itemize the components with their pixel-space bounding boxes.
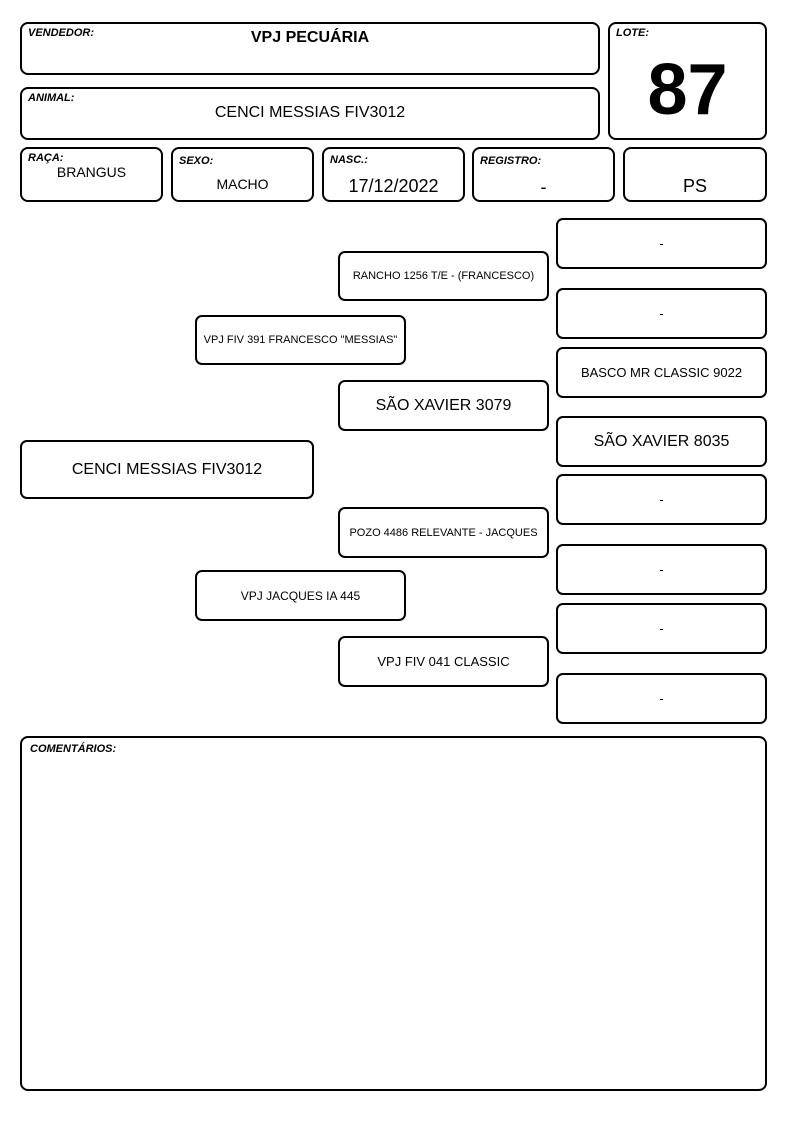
pedigree-gg-6: - bbox=[556, 544, 767, 595]
raca-label: RAÇA: bbox=[28, 152, 64, 164]
animal-value: CENCI MESSIAS FIV3012 bbox=[214, 104, 406, 121]
vendedor-label: VENDEDOR: bbox=[28, 27, 95, 39]
sexo-value: MACHO bbox=[216, 176, 269, 192]
vendedor-value: VPJ PECUÁRIA bbox=[250, 29, 370, 46]
animal-label: ANIMAL: bbox=[28, 92, 75, 104]
animal-box: ANIMAL: CENCI MESSIAS FIV3012 bbox=[20, 87, 600, 140]
nasc-value: 17/12/2022 bbox=[348, 176, 439, 196]
registro-box: REGISTRO: - bbox=[472, 147, 615, 202]
nasc-box: NASC.: 17/12/2022 bbox=[322, 147, 465, 202]
pedigree-gg-7: - bbox=[556, 603, 767, 654]
pedigree-gg-3: BASCO MR CLASSIC 9022 bbox=[556, 347, 767, 398]
pedigree-dam-sire: POZO 4486 RELEVANTE - JACQUES bbox=[338, 507, 549, 558]
pedigree-sire-dam: SÃO XAVIER 3079 bbox=[338, 380, 549, 431]
pedigree-gg-5: - bbox=[556, 474, 767, 525]
categoria-value: PS bbox=[682, 176, 707, 196]
nasc-label: NASC.: bbox=[330, 154, 368, 166]
vendedor-box: VENDEDOR: VPJ PECUÁRIA bbox=[20, 22, 600, 75]
pedigree-gg-1: - bbox=[556, 218, 767, 269]
comments-label: COMENTÁRIOS: bbox=[30, 743, 117, 755]
pedigree-sire: VPJ FIV 391 FRANCESCO "MESSIAS" bbox=[195, 315, 406, 365]
lote-box: LOTE: 87 bbox=[608, 22, 767, 140]
sexo-label: SEXO: bbox=[179, 155, 214, 167]
raca-value: BRANGUS bbox=[56, 164, 127, 180]
pedigree-dam-dam: VPJ FIV 041 CLASSIC bbox=[338, 636, 549, 687]
pedigree-gg-4: SÃO XAVIER 8035 bbox=[556, 416, 767, 467]
pedigree-sire-sire: RANCHO 1256 T/E - (FRANCESCO) bbox=[338, 251, 549, 301]
registro-label: REGISTRO: bbox=[480, 155, 542, 167]
raca-box: RAÇA: BRANGUS bbox=[20, 147, 163, 202]
lote-value: 87 bbox=[647, 50, 728, 130]
pedigree-gg-2: - bbox=[556, 288, 767, 339]
lote-label: LOTE: bbox=[616, 27, 649, 39]
registro-value: - bbox=[540, 177, 547, 197]
comments-box[interactable]: COMENTÁRIOS: bbox=[20, 736, 767, 1091]
pedigree-animal: CENCI MESSIAS FIV3012 bbox=[20, 440, 314, 499]
categoria-box: PS bbox=[623, 147, 767, 202]
pedigree-dam: VPJ JACQUES IA 445 bbox=[195, 570, 406, 621]
pedigree-gg-8: - bbox=[556, 673, 767, 724]
sexo-box: SEXO: MACHO bbox=[171, 147, 314, 202]
